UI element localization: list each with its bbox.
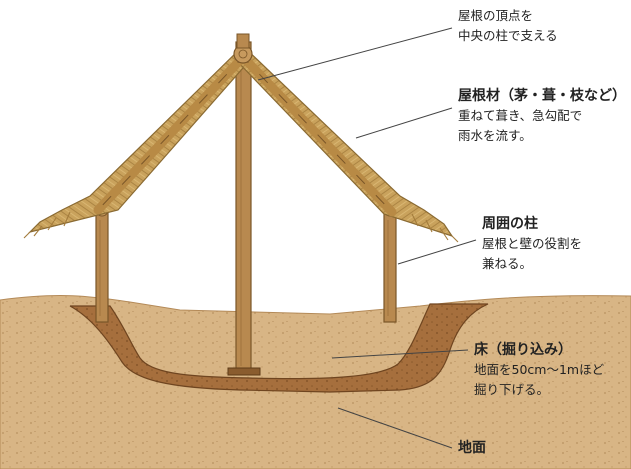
perimeter-posts-line2: 兼ねる。 — [482, 256, 533, 271]
leader-lines — [257, 27, 477, 449]
roof-material-title: 屋根材（茅・葺・枝など） — [458, 88, 626, 104]
perimeter-posts-annotation: 周囲の柱 屋根と壁の役割を 兼ねる。 — [482, 214, 582, 274]
floor-annotation: 床（掘り込み） 地面を50cm〜1mほど 掘り下げる。 — [474, 340, 604, 400]
leader-line-floor — [331, 349, 469, 359]
thatched-roof — [23, 33, 459, 243]
apex-annotation: 屋根の頂点を 中央の柱で支える — [458, 6, 558, 46]
central-post — [227, 41, 261, 376]
roof-material-annotation: 屋根材（茅・葺・枝など） 重ねて葺き、急勾配で 雨水を流す。 — [458, 86, 626, 146]
perimeter-posts-title: 周囲の柱 — [482, 216, 538, 232]
floor-line2: 掘り下げる。 — [474, 382, 550, 397]
perimeter-posts-line1: 屋根と壁の役割を — [482, 236, 583, 251]
leader-line-perimeter-posts — [397, 239, 477, 265]
roof-left-slope — [28, 44, 251, 234]
apex-annotation-line1: 屋根の頂点を — [458, 8, 534, 23]
roof-material-line1: 重ねて葺き、急勾配で — [458, 108, 583, 123]
roof-right-slope — [235, 45, 454, 238]
roof-material-line2: 雨水を流す。 — [458, 128, 532, 143]
perimeter-post-right — [383, 203, 397, 323]
floor-title: 床（掘り込み） — [474, 342, 572, 358]
leader-line-roof-material — [355, 107, 453, 139]
ground-annotation: 地面 — [458, 440, 486, 456]
perimeter-post-left — [95, 203, 109, 323]
leader-line-apex — [257, 27, 453, 81]
excavated-pit-floor — [69, 303, 489, 393]
leader-line-ground — [337, 407, 453, 449]
floor-line1: 地面を50cm〜1mほど — [474, 362, 605, 377]
apex-annotation-line2: 中央の柱で支える — [458, 28, 558, 43]
